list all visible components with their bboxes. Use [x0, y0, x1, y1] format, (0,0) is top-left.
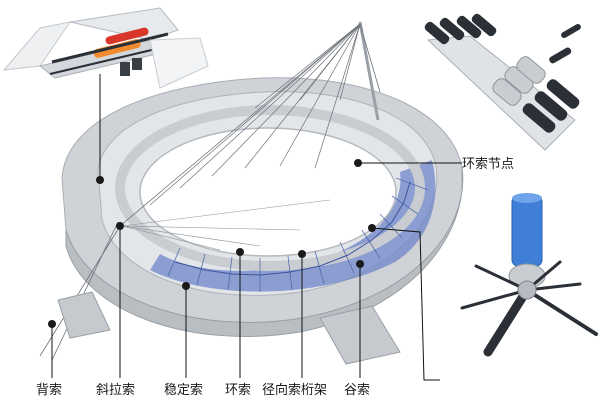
label-ring-node: 环索节点	[462, 157, 514, 172]
truss-lattice	[174, 181, 411, 276]
label-ring-cable: 环索	[225, 383, 251, 398]
entrance-ramp-left	[57, 291, 111, 339]
label-valley-cable: 谷索	[344, 383, 370, 398]
inset-cable-section	[2, 7, 209, 89]
stadium-illustration	[39, 21, 464, 365]
label-radial-truss: 径向索桁架	[262, 382, 327, 398]
leader-valley-node	[371, 227, 440, 381]
inset-ring-node	[424, 13, 581, 151]
radial-truss-lines	[167, 177, 429, 292]
label-stabilizing-cable: 稳定索	[164, 382, 203, 398]
back-cables	[39, 23, 381, 361]
label-back-cable: 背索	[36, 383, 62, 398]
leader-lines	[51, 74, 462, 381]
stabilizing-cables	[121, 199, 331, 251]
stay-cables	[119, 23, 361, 227]
stadium-facade	[65, 167, 464, 337]
label-stay-cable: 斜拉索	[96, 383, 135, 398]
stadium-opening	[139, 127, 397, 257]
leader-dots	[48, 159, 376, 328]
inset-valley-node	[460, 193, 598, 357]
inner-ring	[115, 105, 425, 271]
mast	[358, 21, 380, 121]
roof-membrane	[150, 160, 436, 292]
